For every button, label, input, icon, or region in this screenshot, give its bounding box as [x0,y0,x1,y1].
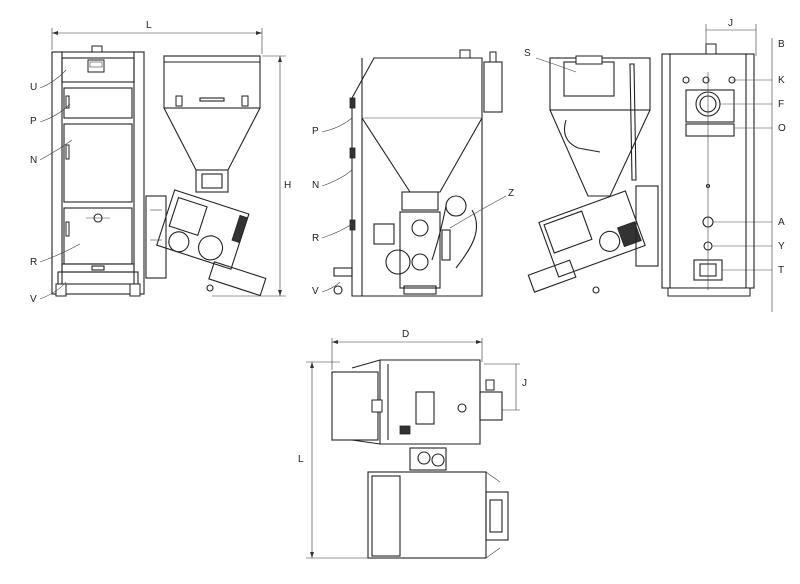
dim-rear-J: J [728,18,733,29]
dim-front-width: L [146,20,152,31]
label-side-R: R [312,233,319,244]
label-side-Z: Z [508,188,514,199]
rear-view [527,43,755,297]
top-view [331,359,509,559]
label-conn-F: F [778,99,784,110]
label-side-V: V [312,286,319,297]
dim-front-height: H [284,180,291,191]
label-conn-O: O [778,123,786,134]
label-front-N: N [30,155,37,166]
side-view [333,49,503,297]
label-front-U: U [30,82,37,93]
label-conn-Y: Y [778,241,785,252]
dim-top-width: D [402,329,409,340]
label-side-N: N [312,180,319,191]
dim-top-offset: J [522,378,527,389]
front-view [51,45,267,297]
dim-top-length: L [298,454,304,465]
label-conn-T: T [778,265,784,276]
side-leaders [321,117,507,293]
label-conn-B: B [778,39,785,50]
rear-leaders [535,24,773,312]
label-front-R: R [30,257,37,268]
label-front-V: V [30,294,37,305]
label-rear-S: S [524,48,531,59]
label-front-P: P [30,116,37,127]
front-dimension-lines [51,28,286,297]
label-side-P: P [312,126,319,137]
label-conn-A: A [778,217,785,228]
front-leaders [39,69,81,300]
top-dimension-lines [306,338,520,559]
label-conn-K: K [778,75,785,86]
